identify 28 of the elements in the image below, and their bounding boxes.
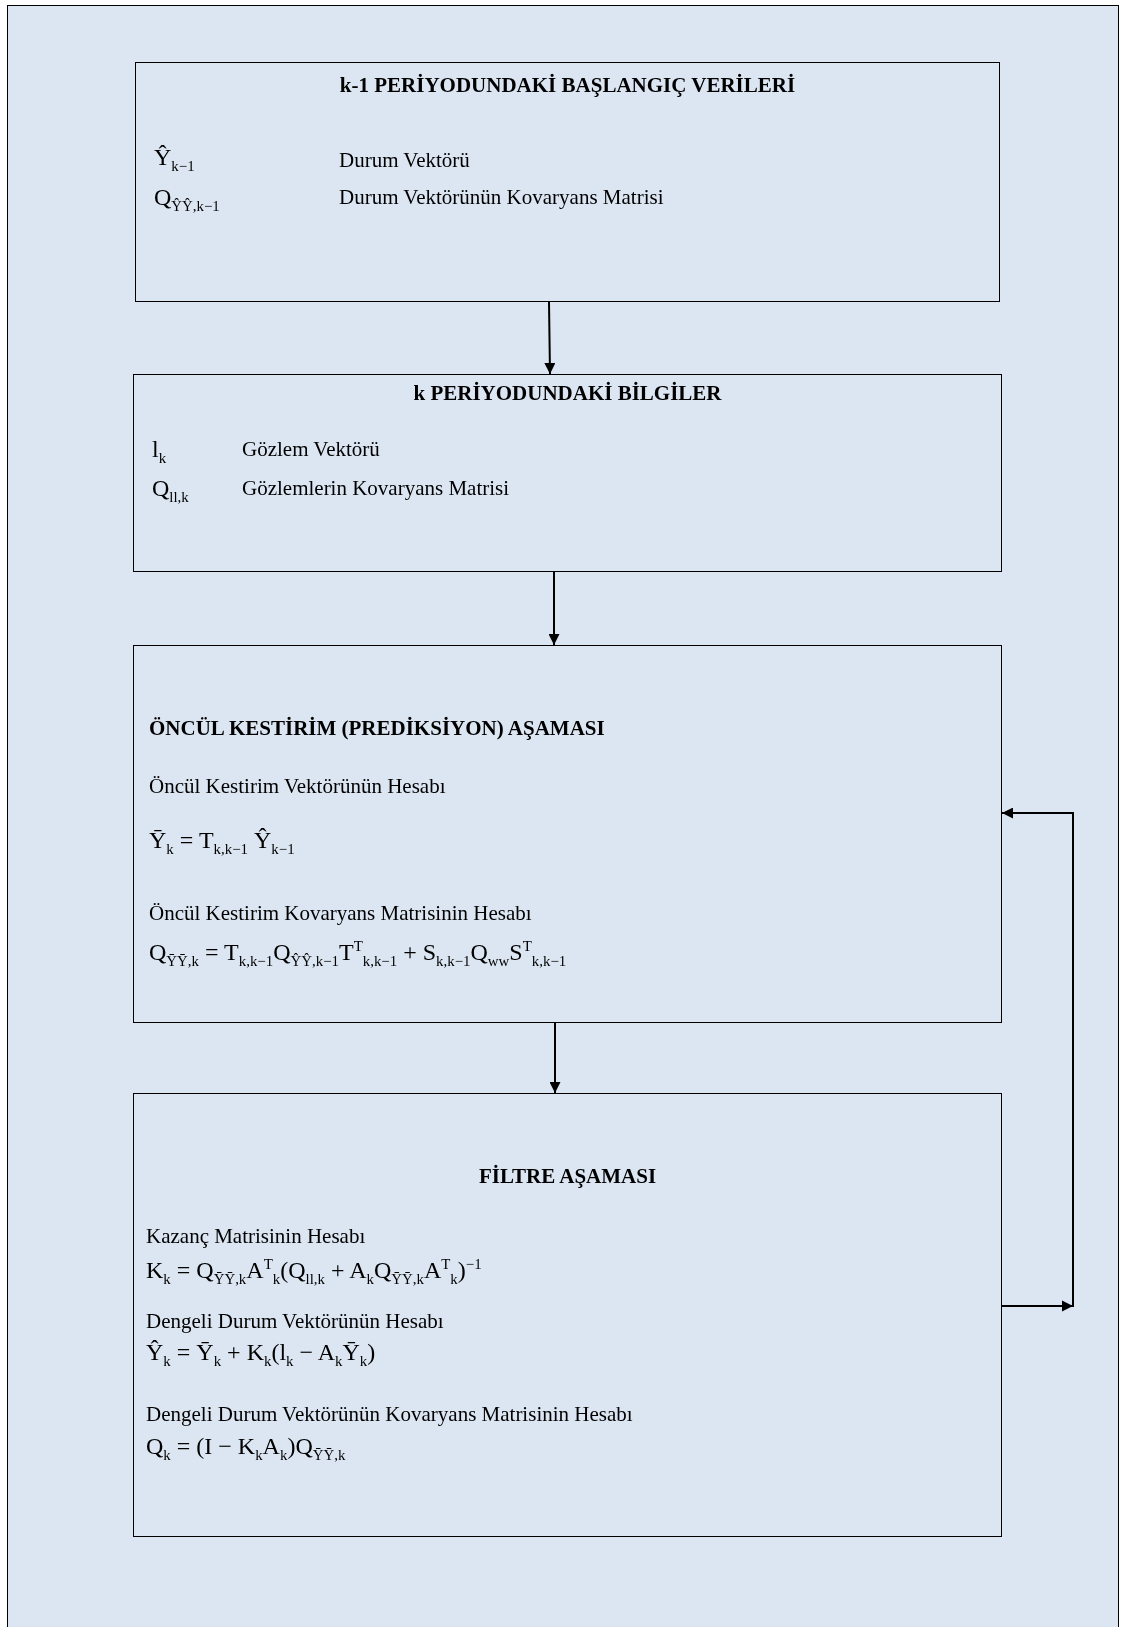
arrow [544, 301, 556, 375]
heading: k PERİYODUNDAKİ BİLGİLER [412, 381, 723, 407]
description-text: Öncül Kestirim Kovaryans Matrisinin Hesabı [149, 901, 532, 927]
formula: Ŷ$_{k−1}$ [154, 143, 195, 176]
process-box [133, 645, 1002, 1023]
formula: l$_{k}$ [152, 435, 167, 468]
description-text: Kazanç Matrisinin Hesabı [146, 1224, 366, 1250]
description-text: Öncül Kestirim Vektörünün Hesabı [149, 774, 446, 800]
description-text: Dengeli Durum Vektörünün Hesabı [146, 1309, 444, 1335]
description-text: Durum Vektörünün Kovaryans Matrisi [339, 185, 664, 211]
description-text: Durum Vektörü [339, 148, 470, 174]
formula: Q$_{ŶŶ,k−1}$ [154, 183, 220, 216]
process-box [133, 1093, 1002, 1537]
heading: ÖNCÜL KESTİRİM (PREDİKSİYON) AŞAMASI [149, 716, 605, 742]
process-box [133, 374, 1002, 572]
formula: K$_{k}$ = Q$_{ȲȲ,k}$A$^{T}$$_{k}$(Q$_{ll,k}$ + A$_{k}$Q$_{ȲȲ,k}$A$^{T}$$_{k}$)$^{−1}$ [146, 1256, 482, 1289]
formula: Q$_{ll,k}$ [152, 474, 189, 507]
formula: Ŷ$_{k}$ = Ȳ$_{k}$ + K$_{k}$(l$_{k}$ − A$_{k}$Ȳ$_{k}$) [146, 1338, 376, 1371]
formula: Ȳ$_{k}$ = T$_{k,k−1}$ Ŷ$_{k−1}$ [149, 826, 295, 859]
process-box [135, 62, 1000, 302]
formula: Q$_{k}$ = (I − K$_{k}$A$_{k}$)Q$_{ȲȲ,k}$ [146, 1432, 346, 1465]
heading: k-1 PERİYODUNDAKİ BAŞLANGIÇ VERİLERİ [338, 73, 797, 99]
arrow [548, 571, 560, 646]
arrow [549, 1022, 561, 1094]
description-text: Dengeli Durum Vektörünün Kovaryans Matrisinin Hesabı [146, 1402, 633, 1428]
description-text: Gözlem Vektörü [242, 437, 380, 463]
description-text: Gözlemlerin Kovaryans Matrisi [242, 476, 510, 502]
heading: FİLTRE AŞAMASI [477, 1164, 658, 1190]
